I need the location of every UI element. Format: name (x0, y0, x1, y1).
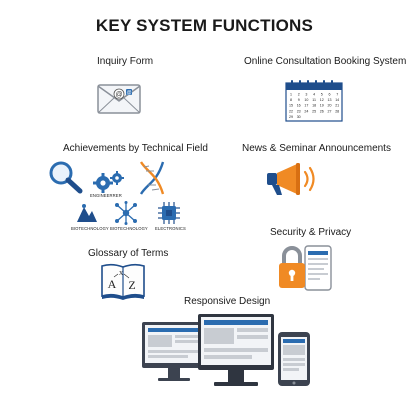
field-label-electronics: ELECTRONICS (155, 226, 186, 231)
glossary-letter-a: A (108, 277, 117, 291)
calendar-day: 19 (320, 104, 324, 108)
envelope-at-icon: @ @ (97, 84, 141, 114)
microchip-icon (158, 202, 180, 224)
calendar-day: 28 (335, 109, 339, 113)
calendar-day: 2 (298, 93, 300, 97)
svg-text:@: @ (115, 92, 122, 99)
calendar-day: 23 (297, 109, 301, 113)
gears-icon (93, 171, 124, 193)
dictionary-book-icon: A X Z (101, 263, 145, 300)
magnifier-icon (49, 161, 83, 194)
achievements-label: Achievements by Technical Field (63, 143, 208, 154)
glossary-letter-x: X (119, 271, 124, 277)
field-label-engineering: ENGINEERRER (90, 193, 122, 198)
calendar-day: 7 (336, 93, 338, 97)
page-title: KEY SYSTEM FUNCTIONS (95, 16, 314, 35)
calendar-day: 12 (320, 98, 324, 102)
devices-icon (142, 314, 310, 386)
calendar-day: 26 (320, 109, 324, 113)
calendar-day: 3 (305, 93, 307, 97)
calendar-day: 22 (289, 109, 293, 113)
calendar-day: 21 (335, 104, 339, 108)
svg-text:@: @ (126, 90, 131, 96)
calendar-day: 17 (304, 104, 308, 108)
padlock-icon (279, 245, 332, 291)
calendar-day: 24 (304, 109, 308, 113)
calendar-day: 25 (312, 109, 316, 113)
inquiry-form-label: Inquiry Form (97, 56, 154, 67)
security-label: Security & Privacy (270, 227, 352, 238)
calendar-day: 13 (328, 98, 332, 102)
responsive-design-label: Responsive Design (184, 296, 271, 307)
calendar-day: 18 (312, 104, 316, 108)
calendar-day: 4 (313, 93, 315, 97)
calendar-day: 11 (312, 98, 316, 102)
calendar-day: 27 (328, 109, 332, 113)
calendar-day: 8 (290, 98, 292, 102)
calendar-day: 30 (297, 115, 301, 119)
calendar-day: 20 (328, 104, 332, 108)
megaphone-icon (267, 163, 315, 195)
calendar-day: 14 (335, 98, 339, 102)
calendar-day: 29 (289, 115, 293, 119)
calendar-day: 10 (304, 98, 308, 102)
calendar-day: 5 (321, 93, 323, 97)
calendar-day: 16 (297, 104, 301, 108)
field-label-biotech-1: BIOTECHNOLOGY (71, 226, 109, 231)
booking-system-label: Online Consultation Booking System (244, 56, 407, 67)
field-label-biotech-2: BIOTECHNOLOGY (110, 226, 148, 231)
glossary-label: Glossary of Terms (88, 248, 169, 259)
biotech-mountains-icon (77, 204, 97, 222)
calendar-day: 9 (298, 98, 300, 102)
calendar-day: 1 (290, 93, 292, 97)
calendar-day: 6 (329, 93, 331, 97)
dna-icon (139, 161, 165, 195)
news-label: News & Seminar Announcements (242, 143, 391, 154)
glossary-letter-z: Z (128, 278, 135, 292)
calendar-day: 15 (289, 104, 293, 108)
molecule-network-icon (115, 201, 137, 225)
